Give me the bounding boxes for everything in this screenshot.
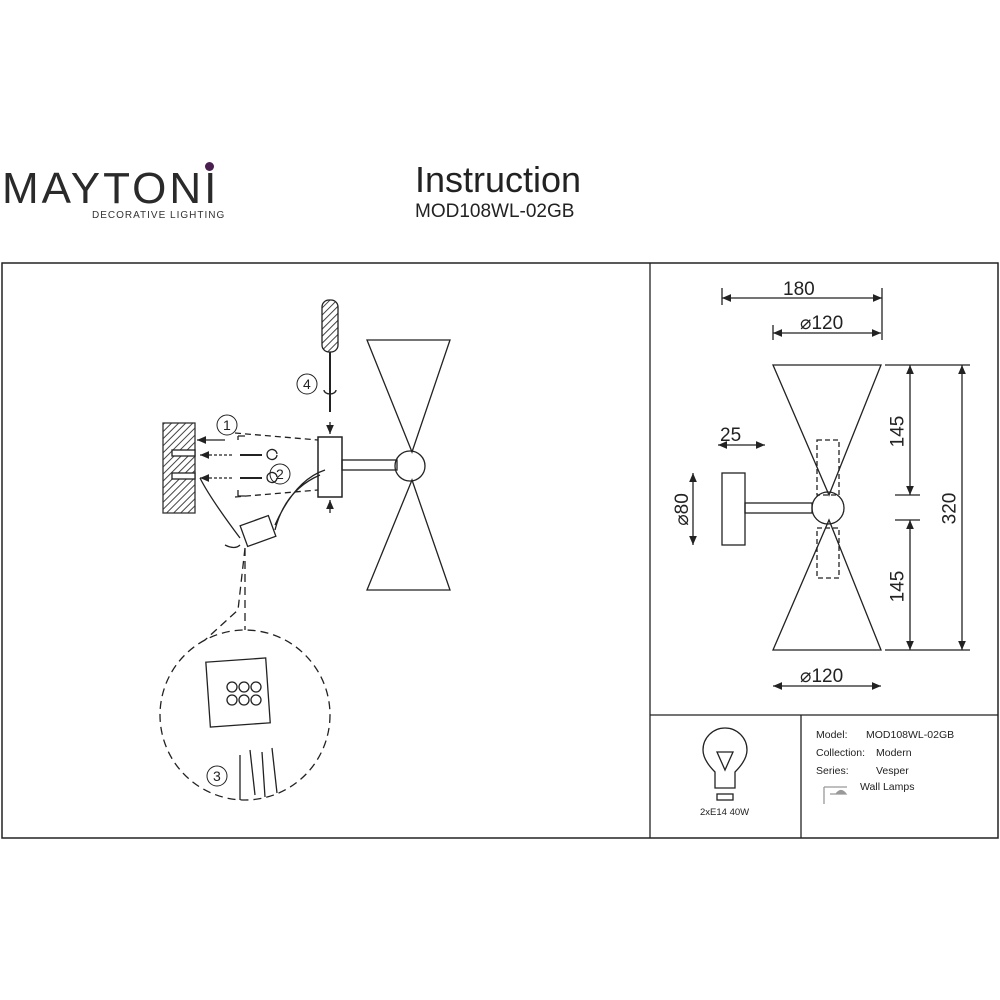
dim-plate: ⌀80 — [671, 493, 693, 526]
logo-dot — [205, 162, 214, 171]
model-subtitle: MOD108WL-02GB — [415, 201, 575, 222]
page-title: Instruction — [415, 159, 582, 200]
model-label: Model: — [816, 729, 848, 741]
wall-lamp-icon — [823, 786, 848, 804]
step-markers — [206, 373, 318, 787]
bulb-icon — [702, 727, 748, 801]
installation-diagram — [159, 299, 451, 801]
step-3-label: 3 — [213, 768, 221, 784]
dim-width: 180 — [783, 279, 815, 300]
collection-label: Collection: — [816, 747, 866, 759]
model-value: MOD108WL-02GB — [866, 729, 955, 741]
dim-upper: 145 — [887, 415, 909, 448]
dim-shade-top: ⌀120 — [800, 313, 844, 334]
step-2-label: 2 — [276, 466, 284, 482]
collection-value: Modern — [876, 747, 912, 759]
brand-tagline: DECORATIVE LIGHTING — [92, 210, 226, 221]
bulb-spec: 2xE14 40W — [700, 807, 750, 818]
dimension-diagram — [689, 288, 970, 690]
category-value: Wall Lamps — [860, 781, 915, 793]
brand-logo: MAYTONI — [2, 164, 220, 213]
dim-shade-bottom: ⌀120 — [800, 666, 844, 687]
dim-arm: 25 — [720, 425, 742, 446]
frame — [1, 262, 999, 839]
dim-lower: 145 — [887, 570, 909, 603]
dim-total: 320 — [939, 492, 961, 525]
step-1-label: 1 — [223, 417, 231, 433]
series-value: Vesper — [876, 765, 909, 777]
wall — [162, 422, 196, 514]
series-label: Series: — [816, 765, 849, 777]
step-4-label: 4 — [303, 376, 311, 392]
